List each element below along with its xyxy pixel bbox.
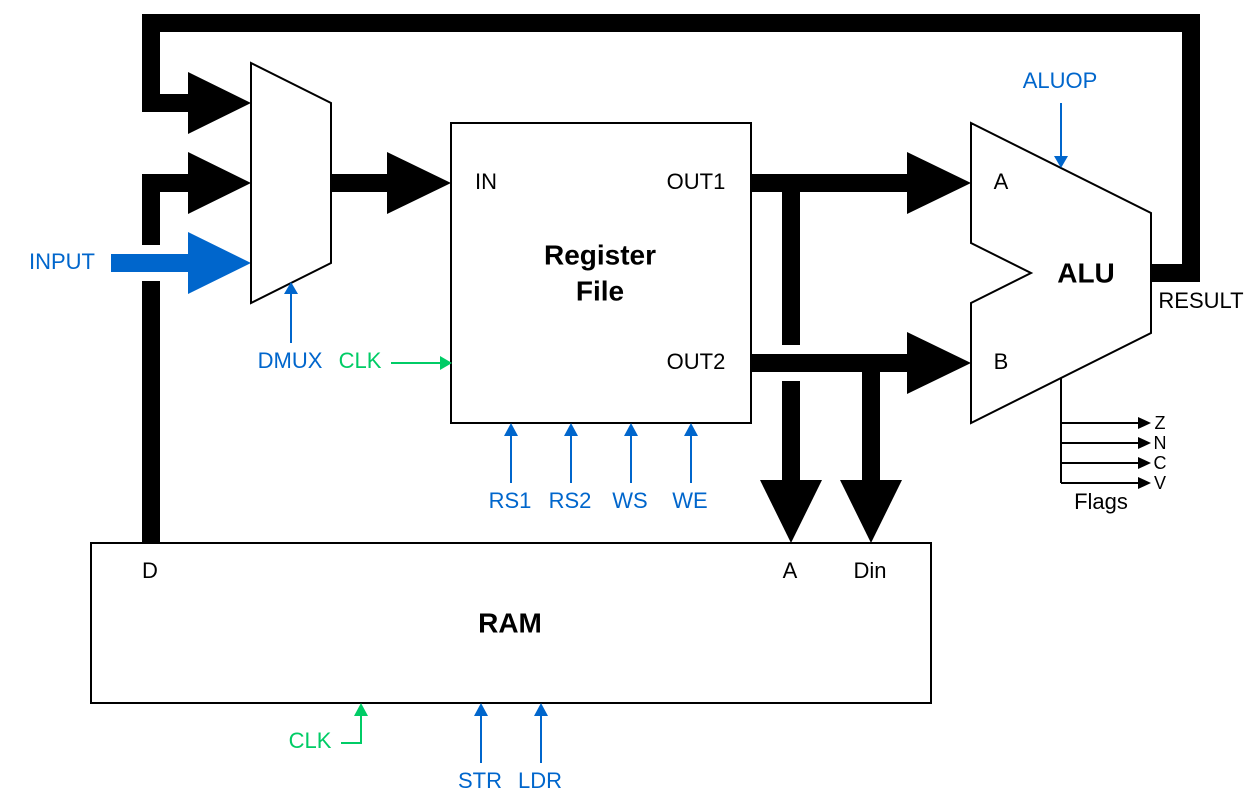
ram-data-bus (142, 152, 251, 543)
flag-c-label: C (1154, 453, 1167, 473)
flag-z-label: Z (1155, 413, 1166, 433)
regfile-clk-line (391, 356, 452, 370)
dmux-select-line (284, 282, 298, 343)
ws-label: WS (612, 488, 647, 513)
ram-block (90, 542, 932, 704)
ram-din-label: Din (853, 558, 886, 583)
flag-v-label: V (1154, 473, 1166, 493)
regfile-clk-label: CLK (339, 348, 382, 373)
alu-b-label: B (994, 349, 1009, 374)
data-mux (250, 61, 332, 305)
out2-to-ram-din-bus (840, 363, 902, 543)
ldr-label: LDR (518, 768, 562, 793)
regfile-title-line2: File (576, 275, 624, 306)
mux-to-regfile-bus (331, 152, 451, 214)
rs1-label: RS1 (489, 488, 532, 513)
input-label: INPUT (29, 249, 95, 274)
ram-clk-label: CLK (289, 728, 332, 753)
flags-label: Flags (1074, 489, 1128, 514)
ram-a-label: A (783, 558, 798, 583)
result-feedback-bus (142, 14, 1200, 282)
out1-to-ram-address-bus (760, 183, 822, 543)
we-label: WE (672, 488, 707, 513)
str-line (474, 703, 488, 763)
flags-lines (1060, 378, 1151, 489)
regfile-title-line1: Register (544, 239, 656, 270)
aluop-line (1054, 103, 1068, 168)
regfile-in-label: IN (475, 169, 497, 194)
str-label: STR (458, 768, 502, 793)
aluop-label: ALUOP (1023, 68, 1098, 93)
regfile-out2-label: OUT2 (667, 349, 726, 374)
rs2-label: RS2 (549, 488, 592, 513)
regfile-out1-label: OUT1 (667, 169, 726, 194)
rs2-line (564, 423, 578, 483)
ram-title: RAM (478, 607, 542, 638)
ram-d-label: D (142, 558, 158, 583)
out2-to-alu-b-bus (751, 332, 971, 394)
alu-result-label: RESULT (1158, 288, 1243, 313)
flag-n-label: N (1154, 433, 1167, 453)
we-line (684, 423, 698, 483)
input-bus (111, 232, 251, 294)
ws-line (624, 423, 638, 483)
register-file-block (450, 122, 752, 424)
ldr-line (534, 703, 548, 763)
alu-block (970, 121, 1152, 425)
alu-title: ALU (1057, 257, 1115, 288)
alu-a-label: A (994, 169, 1009, 194)
ram-clk-line (341, 703, 368, 744)
out1-to-alu-a-bus (751, 152, 971, 214)
rs1-line (504, 423, 518, 483)
dmux-label: DMUX (258, 348, 323, 373)
